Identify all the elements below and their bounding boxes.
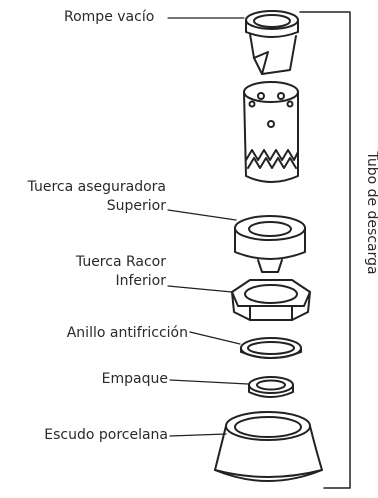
label-tuerca-racor-line2: Inferior (115, 273, 166, 289)
gasket-part (248, 376, 294, 398)
tube-bracket (299, 11, 351, 489)
label-tubo-de-descarga: Tubo de descarga (364, 151, 378, 275)
label-escudo-porcelana: Escudo porcelana (44, 427, 168, 443)
discharge-tube-part (243, 81, 299, 183)
label-rompe-vacio: Rompe vacío (64, 9, 155, 25)
label-tuerca-racor-line1: Tuerca Racor (75, 254, 166, 270)
label-tuerca-aseguradora-line2: Superior (106, 198, 166, 214)
label-anillo-antifriccion: Anillo antifricción (66, 325, 188, 341)
label-empaque: Empaque (101, 371, 168, 387)
porcelain-escutcheon-part (214, 411, 323, 482)
leader-lines (167, 17, 249, 437)
lower-union-nut-part (231, 279, 311, 321)
upper-lock-nut-part (234, 215, 306, 273)
vacuum-breaker-part (245, 10, 299, 75)
label-tuerca-aseguradora-line1: Tuerca aseguradora (27, 179, 166, 195)
anti-friction-ring-part (240, 337, 302, 359)
